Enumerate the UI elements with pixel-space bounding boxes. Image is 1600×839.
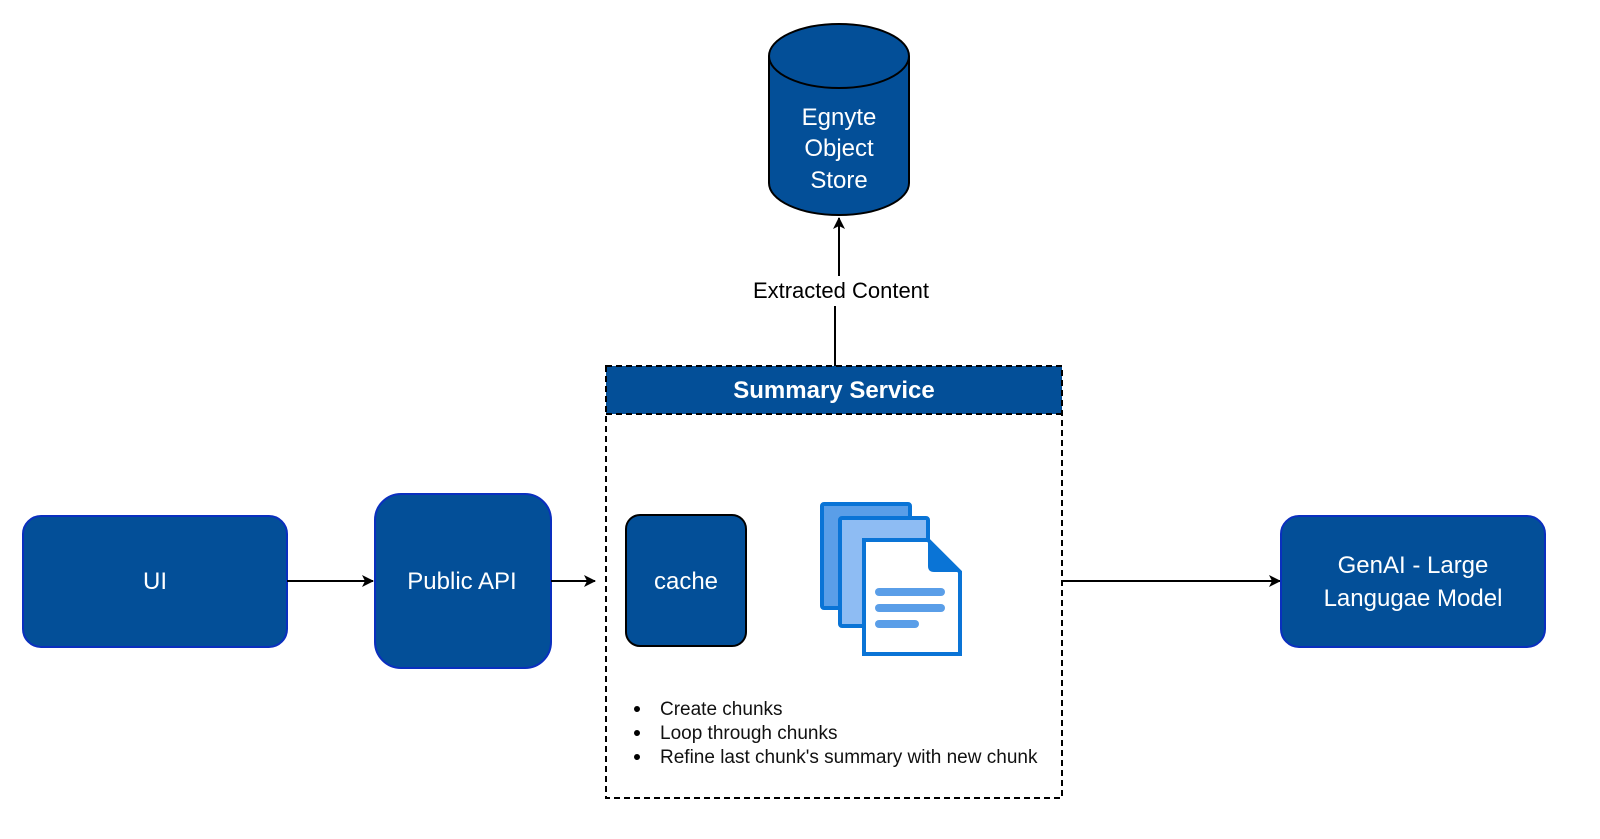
edge-label-extracted-content: Extracted Content (753, 278, 929, 303)
ui-node[interactable]: UI (22, 515, 288, 648)
steps-list: Create chunks Loop through chunks Refine… (634, 699, 1038, 768)
public-api-node-label: Public API (407, 568, 516, 595)
public-api-node[interactable]: Public API (374, 493, 552, 669)
step-item: Create chunks (660, 699, 783, 720)
object-store-node[interactable]: Egnyte Object Store (768, 23, 910, 216)
cache-node-box (625, 514, 747, 647)
bullet-icon (634, 730, 640, 736)
bullet-icon (634, 754, 640, 760)
ui-node-label: UI (143, 568, 167, 595)
llm-node-box (1280, 515, 1546, 648)
bullet-icon (634, 706, 640, 712)
object-store-label-line3: Store (810, 167, 867, 194)
step-item: Loop through chunks (660, 723, 837, 744)
object-store-label-line2: Object (804, 135, 874, 162)
object-store-label-line1: Egnyte (802, 104, 877, 131)
summary-service-header (606, 366, 1062, 414)
object-store-top (768, 23, 910, 89)
summary-service-title: Summary Service (733, 377, 934, 404)
llm-node-label-line1: GenAI - Large (1338, 552, 1489, 579)
step-item: Refine last chunk's summary with new chu… (660, 747, 1038, 768)
cache-node[interactable]: cache (625, 514, 747, 647)
llm-node[interactable]: GenAI - Large Langugae Model (1280, 515, 1546, 648)
object-store-body (768, 56, 910, 216)
summary-service-container[interactable]: Summary Service (605, 365, 1063, 799)
documents-stack-icon (820, 502, 962, 656)
llm-node-label-line2: Langugae Model (1324, 585, 1503, 612)
cache-node-label: cache (654, 568, 718, 595)
